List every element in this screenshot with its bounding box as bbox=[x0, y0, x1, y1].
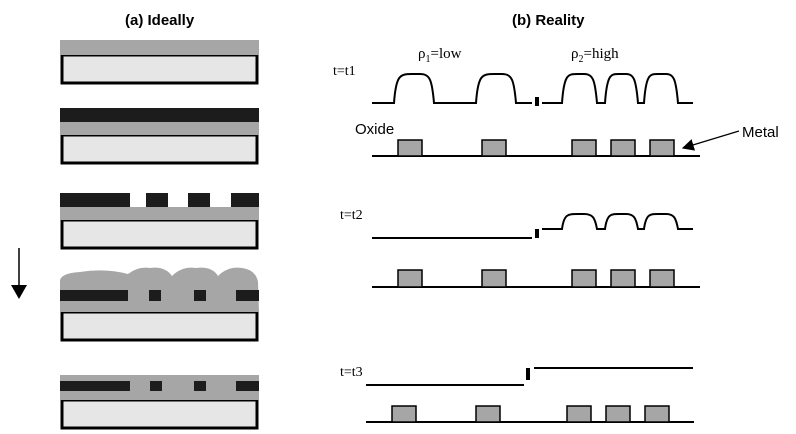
surface-profile-t1-high bbox=[542, 73, 693, 104]
down-arrow-icon bbox=[11, 285, 27, 299]
surface-profile-t1-low bbox=[372, 73, 532, 104]
ideal-step-1 bbox=[60, 40, 259, 85]
metal-label: Metal bbox=[742, 124, 779, 141]
ideal-step-2 bbox=[60, 108, 259, 165]
time-label-t3: t=t3 bbox=[340, 365, 363, 380]
region-divider-t1 bbox=[535, 97, 539, 106]
rho2-label: ρ2=high bbox=[571, 46, 619, 65]
surface-profile-t2-high bbox=[542, 213, 693, 230]
region-divider-t2 bbox=[535, 229, 539, 238]
features-t2 bbox=[372, 269, 700, 288]
ideal-step-4 bbox=[60, 267, 259, 342]
region-divider-t3 bbox=[526, 368, 530, 380]
rho1-label: ρ1=low bbox=[418, 46, 462, 65]
features-t3 bbox=[366, 405, 694, 423]
ideal-step-3 bbox=[60, 193, 259, 250]
metal-pointer-arrow bbox=[681, 130, 740, 151]
panel-a-title: (a) Ideally bbox=[125, 12, 195, 29]
panel-b-title: (b) Reality bbox=[512, 12, 585, 29]
oxide-label: Oxide bbox=[355, 121, 394, 138]
features-t1 bbox=[372, 139, 700, 157]
time-label-t2: t=t2 bbox=[340, 208, 363, 223]
ideal-step-5 bbox=[60, 375, 259, 430]
time-label-t1: t=t1 bbox=[333, 64, 356, 79]
